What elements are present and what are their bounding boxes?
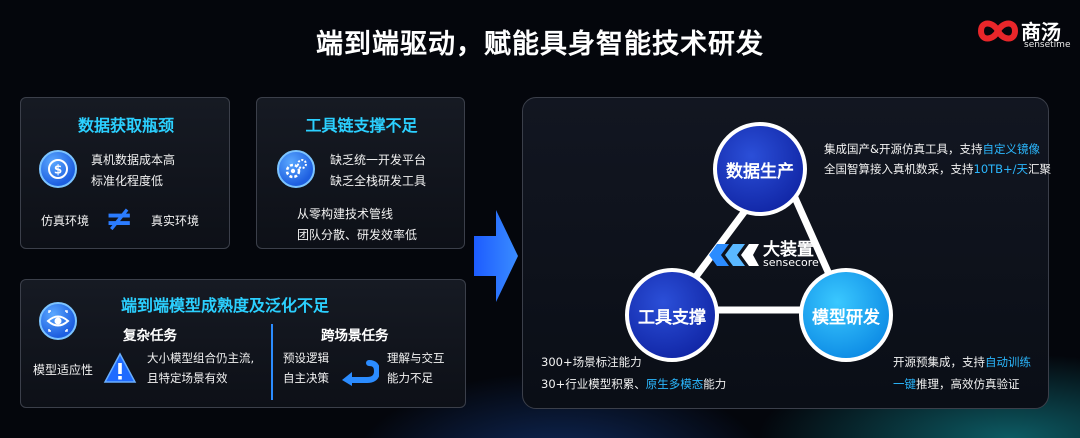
tools-line: 缺乏全栈研发工具: [330, 174, 427, 188]
warning-icon: [103, 352, 137, 388]
complex-task-heading: 复杂任务: [123, 328, 177, 344]
efficiency-line: 团队分散、研发效率低: [297, 228, 418, 242]
top-text-line-2: 全国智算接入真机数采，支持10TB+/天汇聚: [824, 162, 1052, 176]
sensetime-logo: 商汤 sensetime: [975, 16, 1075, 52]
pipeline-line: 从零构建技术管线: [297, 207, 394, 221]
panel-title: 工具链支撑不足: [305, 116, 418, 135]
sim-env-label: 仿真环境: [41, 214, 90, 228]
cross-task-heading: 跨场景任务: [321, 328, 389, 344]
complex-line-1: 大小模型组合仍主流,: [147, 351, 255, 365]
preset-logic-label: 预设逻辑: [283, 351, 329, 365]
logo-name: 商汤: [1021, 20, 1061, 44]
panel-title: 端到端模型成熟度及泛化不足: [121, 296, 330, 315]
node-data-production: 数据生产: [713, 122, 807, 216]
complex-line-2: 且特定场景有效: [147, 371, 228, 385]
eye-icon: [39, 302, 77, 340]
page-title: 端到端驱动，赋能具身智能技术研发: [316, 29, 764, 60]
sensecore-logo-icon: [707, 240, 761, 274]
top-text-line-1: 集成国产&开源仿真工具，支持自定义镜像: [824, 142, 1040, 156]
panel-title: 数据获取瓶颈: [77, 116, 174, 135]
center-sub: sensecore: [763, 256, 819, 269]
panel-toolchain: 工具链支撑不足 缺乏统一开发平台 缺乏全栈研发工具 从零构建技术管线 团队分散、…: [256, 97, 465, 249]
infinity-logo-icon: [977, 20, 1019, 42]
divider: [271, 324, 273, 400]
insufficient-label: 能力不足: [387, 371, 433, 385]
gears-icon: [277, 150, 315, 188]
center-name: 大装置: [763, 240, 814, 260]
platform-line: 缺乏统一开发平台: [330, 153, 427, 167]
autonomous-decision-label: 自主决策: [283, 371, 329, 385]
node-tool-support: 工具支撑: [625, 268, 719, 362]
model-adaptability-label: 模型适应性: [33, 363, 94, 377]
triangle-lines: [667, 160, 849, 314]
logo-sub: sensetime: [1024, 40, 1071, 50]
right-text-line-2: 一键推理，高效仿真验证: [893, 377, 1020, 391]
curved-arrow-icon: [339, 360, 381, 390]
panel-model-maturity: 端到端模型成熟度及泛化不足 模型适应性 复杂任务 大小模型组合仍主流, 且特定场…: [20, 279, 466, 408]
left-text-line-1: 300+场景标注能力: [541, 355, 642, 369]
panel-data-bottleneck: 数据获取瓶颈 $ 真机数据成本高 标准化程度低 仿真环境 ≠ 真实环境: [20, 97, 230, 249]
panel-sensecore-diagram: 数据生产 工具支撑 模型研发 大装置 sensecore 集成国产&开源仿真工具…: [522, 97, 1052, 409]
real-env-label: 真实环境: [151, 214, 200, 228]
dollar-coin-icon: $: [39, 150, 77, 188]
standard-line: 标准化程度低: [91, 174, 164, 188]
right-text-line-1: 开源预集成，支持自动训练: [893, 355, 1031, 369]
cost-line: 真机数据成本高: [91, 153, 176, 167]
left-text-line-2: 30+行业模型积累、原生多模态能力: [541, 377, 727, 391]
big-right-arrow-icon: [472, 206, 520, 310]
understanding-label: 理解与交互: [387, 351, 445, 365]
node-model-dev: 模型研发: [799, 268, 893, 362]
not-equal-icon: ≠: [105, 199, 134, 239]
svg-text:$: $: [54, 163, 62, 177]
